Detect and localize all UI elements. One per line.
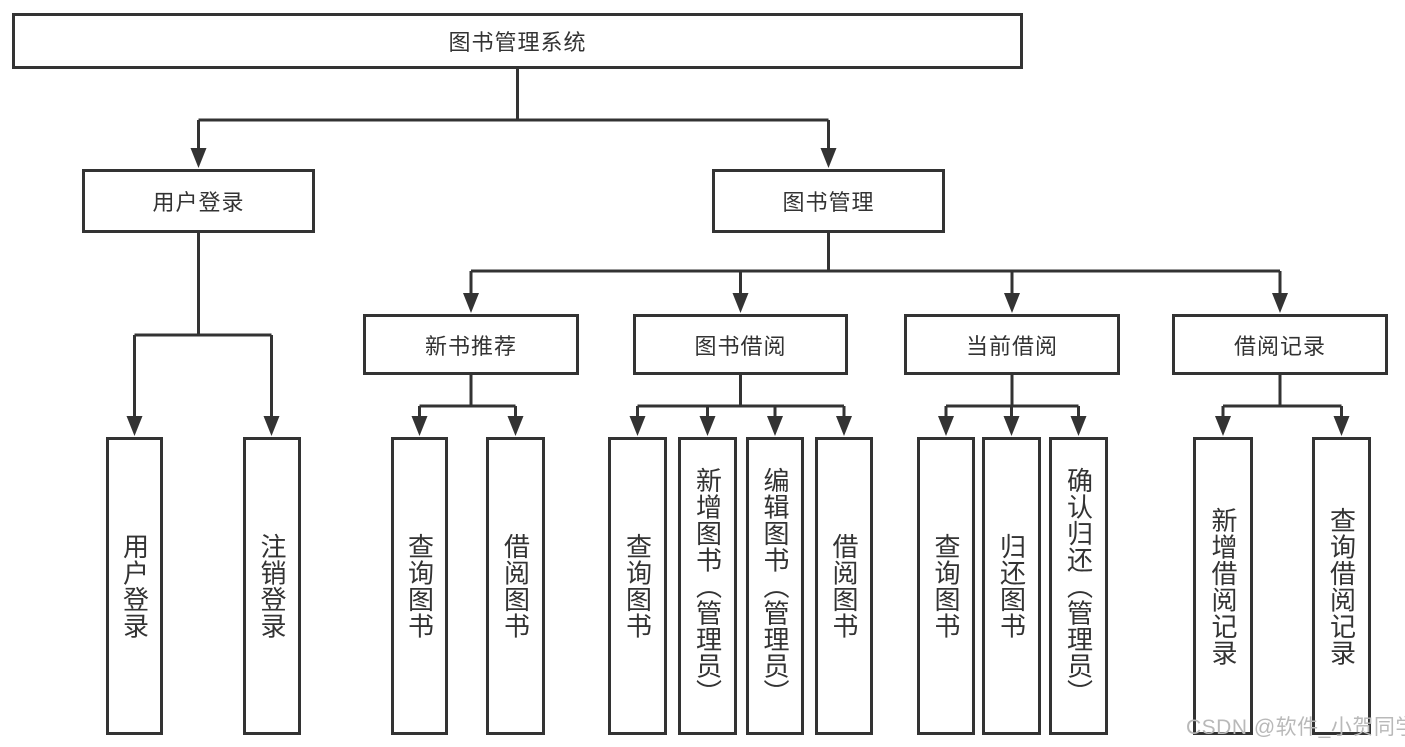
node-user-login: 用户登录 [82, 169, 315, 233]
node-label: 注销登录 [257, 533, 287, 639]
node-book-management: 图书管理 [712, 169, 945, 233]
node-new-book-recommendation: 新书推荐 [363, 314, 579, 375]
node-label: 编辑图书（管理员） [760, 466, 790, 706]
node-label: 用户登录 [119, 533, 150, 639]
node-label: 当前借阅 [965, 333, 1058, 359]
node-label: 查询图书 [622, 533, 653, 639]
node-borrowing-records: 借阅记录 [1172, 314, 1388, 375]
node-label: 新增借阅记录 [1208, 506, 1238, 666]
leaf-query-borrow-record: 查询借阅记录 [1312, 437, 1371, 735]
node-book-borrowing: 图书借阅 [633, 314, 848, 375]
leaf-logout: 注销登录 [243, 437, 301, 735]
node-label: 查询图书 [404, 533, 435, 639]
node-label: 借阅记录 [1233, 333, 1326, 359]
node-label: 图书管理 [782, 190, 875, 215]
csdn-watermark: CSDN @软件_小贺同学 [1186, 716, 1405, 739]
leaf-query-books-recommend: 查询图书 [391, 437, 448, 735]
leaf-query-books-borrowing: 查询图书 [608, 437, 667, 735]
leaf-add-borrow-record: 新增借阅记录 [1193, 437, 1253, 735]
node-label: 确认归还（管理员） [1063, 466, 1094, 706]
node-label: 用户登录 [152, 190, 245, 215]
leaf-user-login: 用户登录 [106, 437, 163, 735]
leaf-return-books: 归还图书 [982, 437, 1041, 735]
node-label: 借阅图书 [500, 533, 531, 639]
leaf-edit-book-admin: 编辑图书（管理员） [746, 437, 804, 735]
node-label: 图书管理系统 [448, 30, 587, 55]
node-label: 查询图书 [931, 533, 961, 639]
node-label: 查询借阅记录 [1326, 506, 1357, 666]
leaf-borrow-books-recommend: 借阅图书 [486, 437, 545, 735]
leaf-borrow-books: 借阅图书 [815, 437, 873, 735]
node-label: 新增图书（管理员） [692, 466, 723, 706]
leaf-query-books-current: 查询图书 [917, 437, 975, 735]
node-label: 图书借阅 [694, 333, 787, 359]
leaf-confirm-return-admin: 确认归还（管理员） [1049, 437, 1108, 735]
node-current-borrowing: 当前借阅 [904, 314, 1120, 375]
node-label: 新书推荐 [424, 333, 517, 359]
node-library-management-system: 图书管理系统 [12, 13, 1023, 69]
node-label: 归还图书 [996, 533, 1027, 639]
node-label: 借阅图书 [829, 533, 859, 639]
leaf-add-book-admin: 新增图书（管理员） [678, 437, 737, 735]
